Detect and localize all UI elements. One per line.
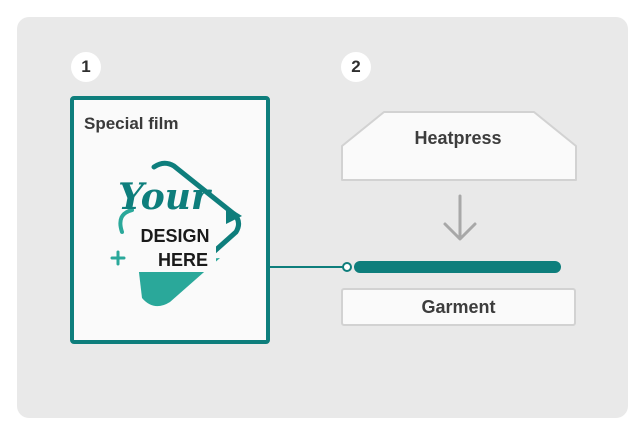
connector-dot — [342, 262, 352, 272]
logo-text-backing — [138, 220, 216, 272]
garment-box: Garment — [341, 288, 576, 326]
badge-arc — [118, 208, 134, 234]
logo-word-here: HERE — [158, 250, 208, 270]
design-logo: Your DESIGN HERE — [92, 152, 252, 312]
design-logo-graphic: Your DESIGN HERE — [110, 160, 242, 307]
arrow-down-icon — [443, 194, 477, 241]
heatpress-shape — [341, 111, 577, 181]
play-icon — [226, 206, 242, 224]
plus-icon — [110, 250, 126, 266]
step-1-badge: 1 — [71, 52, 101, 82]
transfer-film-bar — [354, 261, 561, 273]
logo-word-your: Your — [118, 176, 213, 218]
logo-word-design: DESIGN — [140, 226, 209, 246]
garment-label: Garment — [421, 296, 496, 317]
step-2-badge: 2 — [341, 52, 371, 82]
special-film-label: Special film — [84, 114, 179, 133]
heatpress-label: Heatpress — [414, 128, 502, 148]
special-film-card: Special film Your DESIGN HERE — [70, 96, 270, 344]
